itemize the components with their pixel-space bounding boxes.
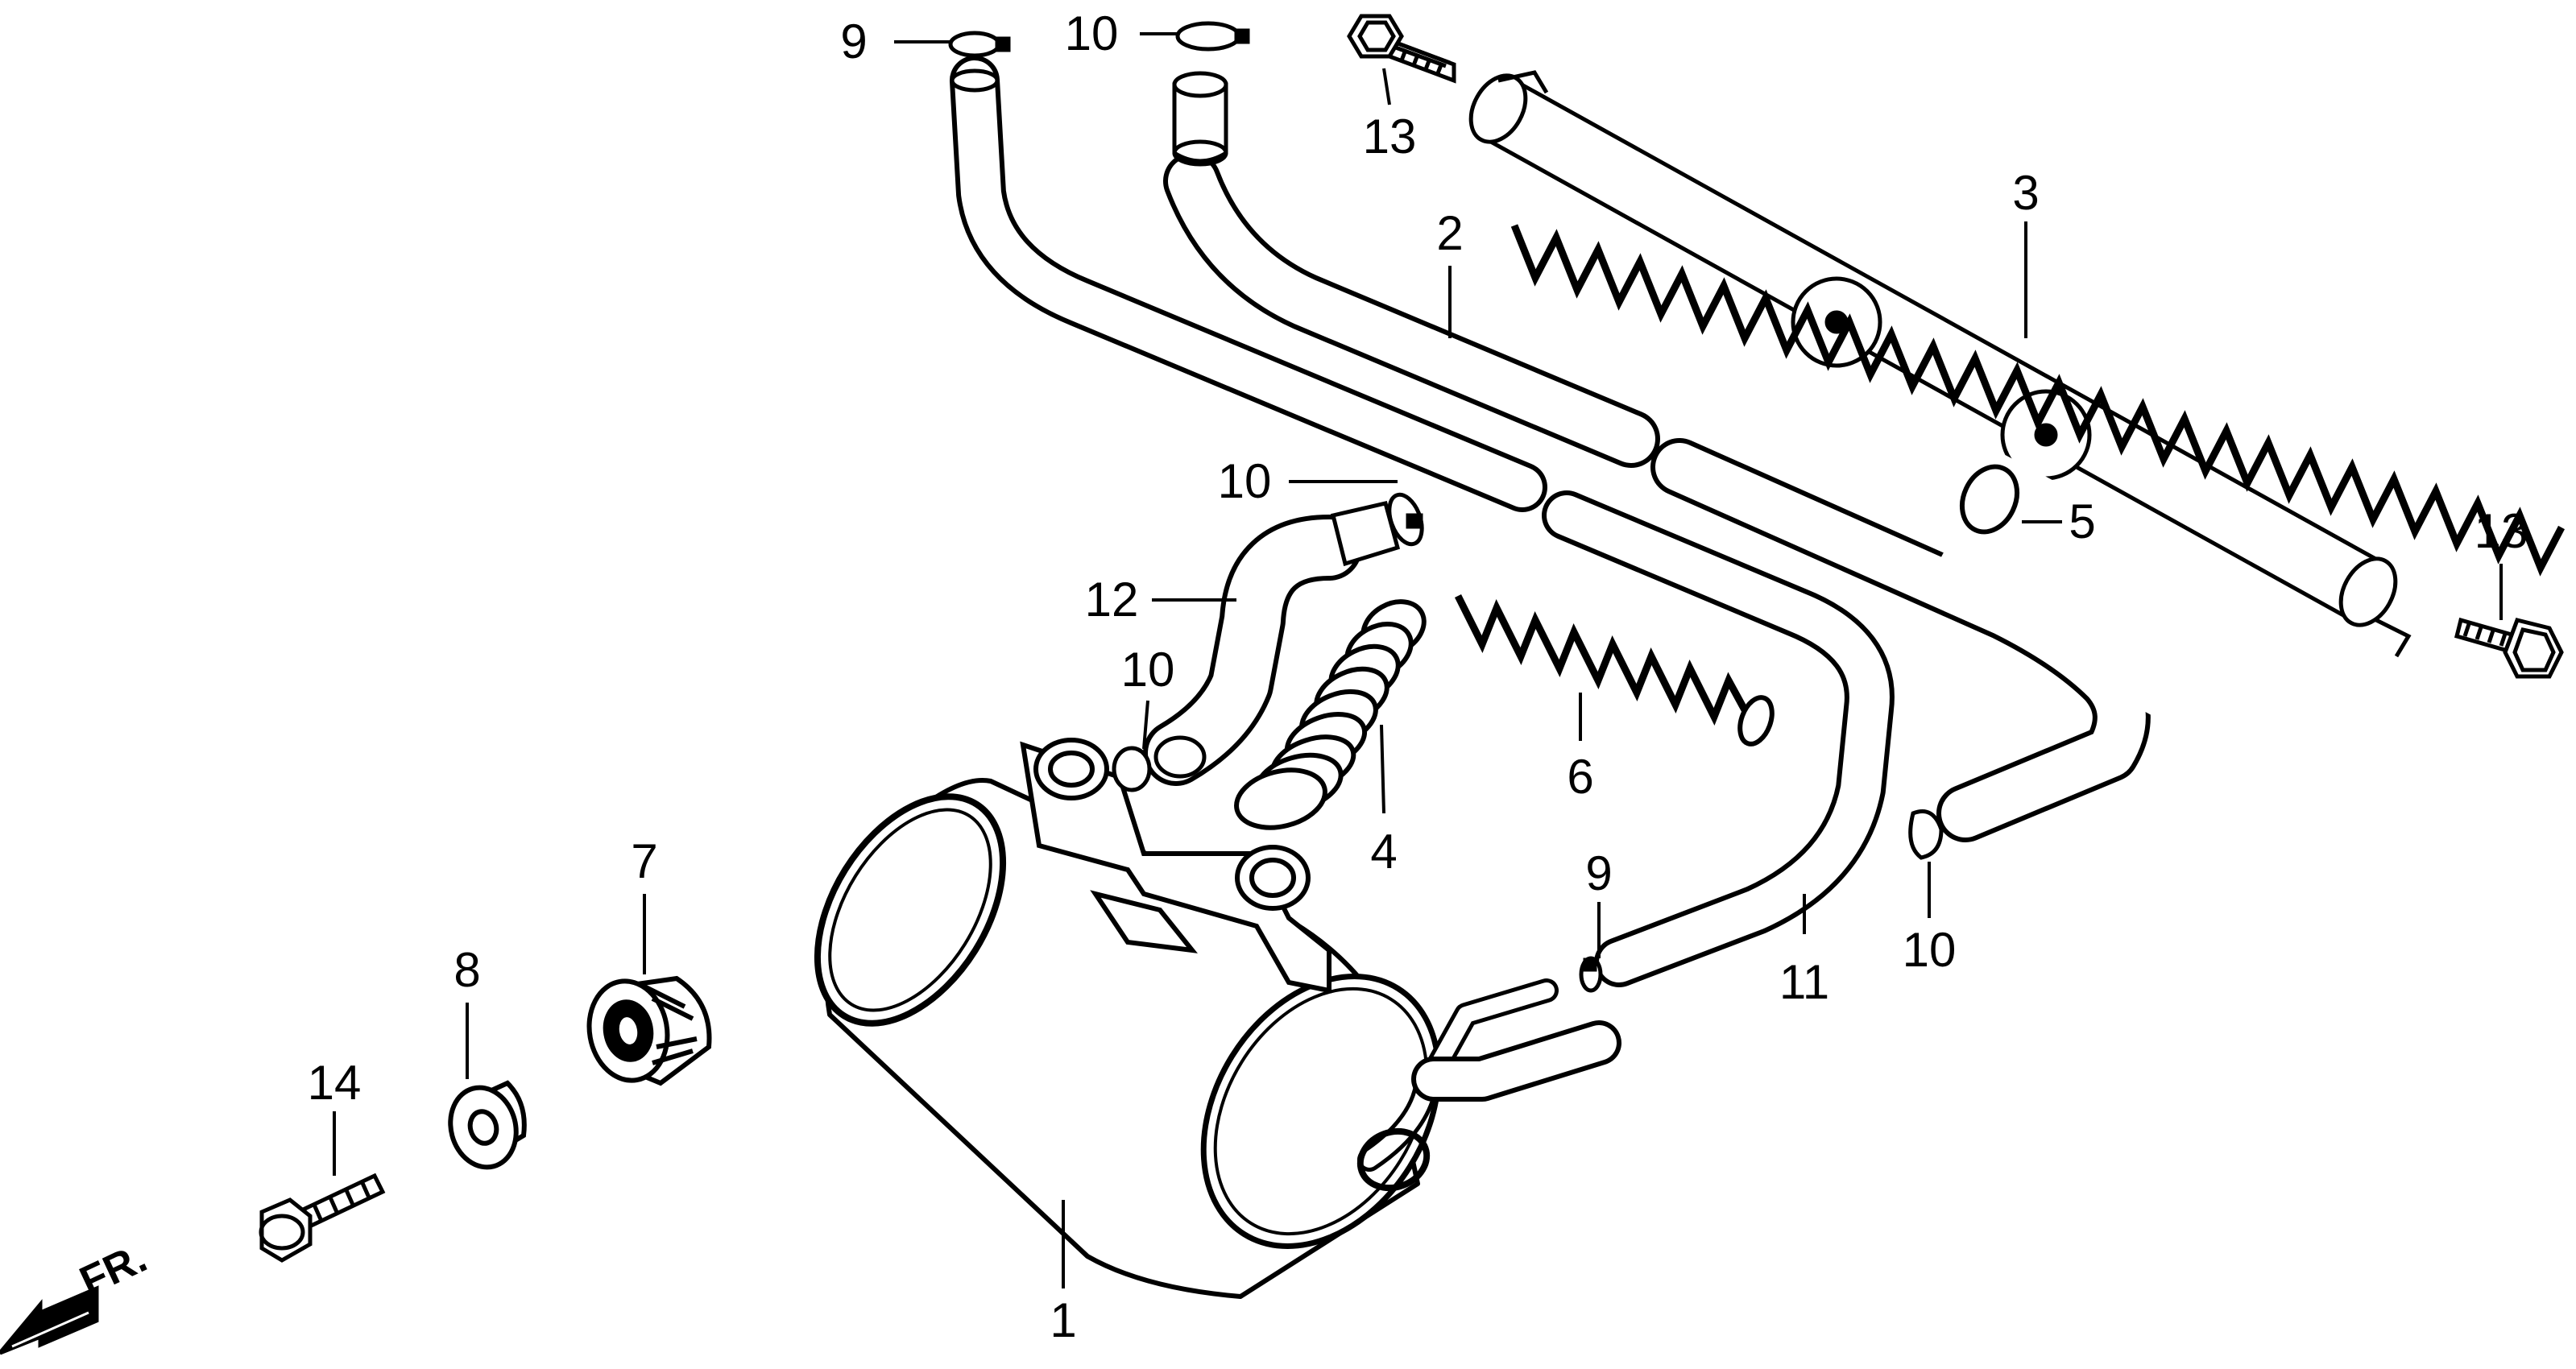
front-direction-arrow-icon — [0, 1285, 99, 1355]
hose-4 — [1234, 599, 1427, 830]
canister-nipple-loop — [1356, 1127, 1431, 1192]
bolt-13-top — [1347, 14, 1456, 84]
hose-2-sleeve — [1172, 71, 1228, 167]
callout-9-top: 9 — [840, 14, 867, 68]
spring-6 — [1454, 594, 1756, 727]
callout-10-right: 10 — [1903, 923, 1957, 977]
callout-7: 7 — [631, 834, 657, 888]
hose-11 — [1542, 490, 1895, 987]
callout-3: 3 — [2012, 166, 2039, 220]
canister-bracket — [1020, 738, 1331, 994]
callout-13-top: 13 — [1363, 110, 1417, 163]
callout-8: 8 — [453, 943, 480, 997]
clamp-10-right — [1908, 809, 1944, 860]
hose-12 — [1143, 515, 1362, 786]
callout-9-lower: 9 — [1585, 846, 1612, 900]
callout-13-right: 13 — [2475, 504, 2528, 558]
hose-a-upper — [950, 56, 1547, 512]
collar-8 — [448, 1080, 527, 1170]
clamp-10-top — [1175, 21, 1250, 52]
clamp-10-mid — [1387, 492, 1424, 547]
callout-11: 11 — [1779, 955, 1829, 1009]
callout-10-top: 10 — [1065, 6, 1119, 60]
callout-10-left: 10 — [1121, 643, 1175, 697]
callout-5: 5 — [2069, 494, 2095, 548]
callout-2: 2 — [1436, 206, 1463, 260]
clamp-9-top — [948, 31, 1011, 58]
callout-10-mid: 10 — [1218, 454, 1272, 508]
bolt-13-right — [2454, 617, 2564, 679]
grommet-7 — [586, 975, 712, 1086]
clamp-10-left — [1112, 746, 1152, 792]
callout-labels: 9 10 13 2 3 13 10 12 10 4 6 5 9 11 10 7 … — [308, 6, 2528, 1347]
callout-14: 14 — [308, 1056, 362, 1110]
bolt-14 — [259, 1173, 386, 1263]
callout-4: 4 — [1370, 825, 1397, 879]
hose-12-sleeve-top — [1330, 501, 1401, 567]
spring-5 — [1510, 224, 2565, 577]
canister-1 — [814, 778, 1442, 1299]
spring-5-end-ring — [1959, 464, 2020, 535]
spring-6-end — [1737, 695, 1775, 747]
callout-6: 6 — [1567, 750, 1593, 804]
canister-nipple — [1357, 978, 1621, 1172]
hose-12-end — [1153, 735, 1207, 779]
spring-5-mask — [1922, 451, 2496, 858]
callout-12: 12 — [1085, 573, 1139, 627]
leader-lines — [333, 32, 2503, 1288]
callout-1: 1 — [1050, 1293, 1076, 1347]
clamp-9-lower — [1579, 956, 1603, 993]
